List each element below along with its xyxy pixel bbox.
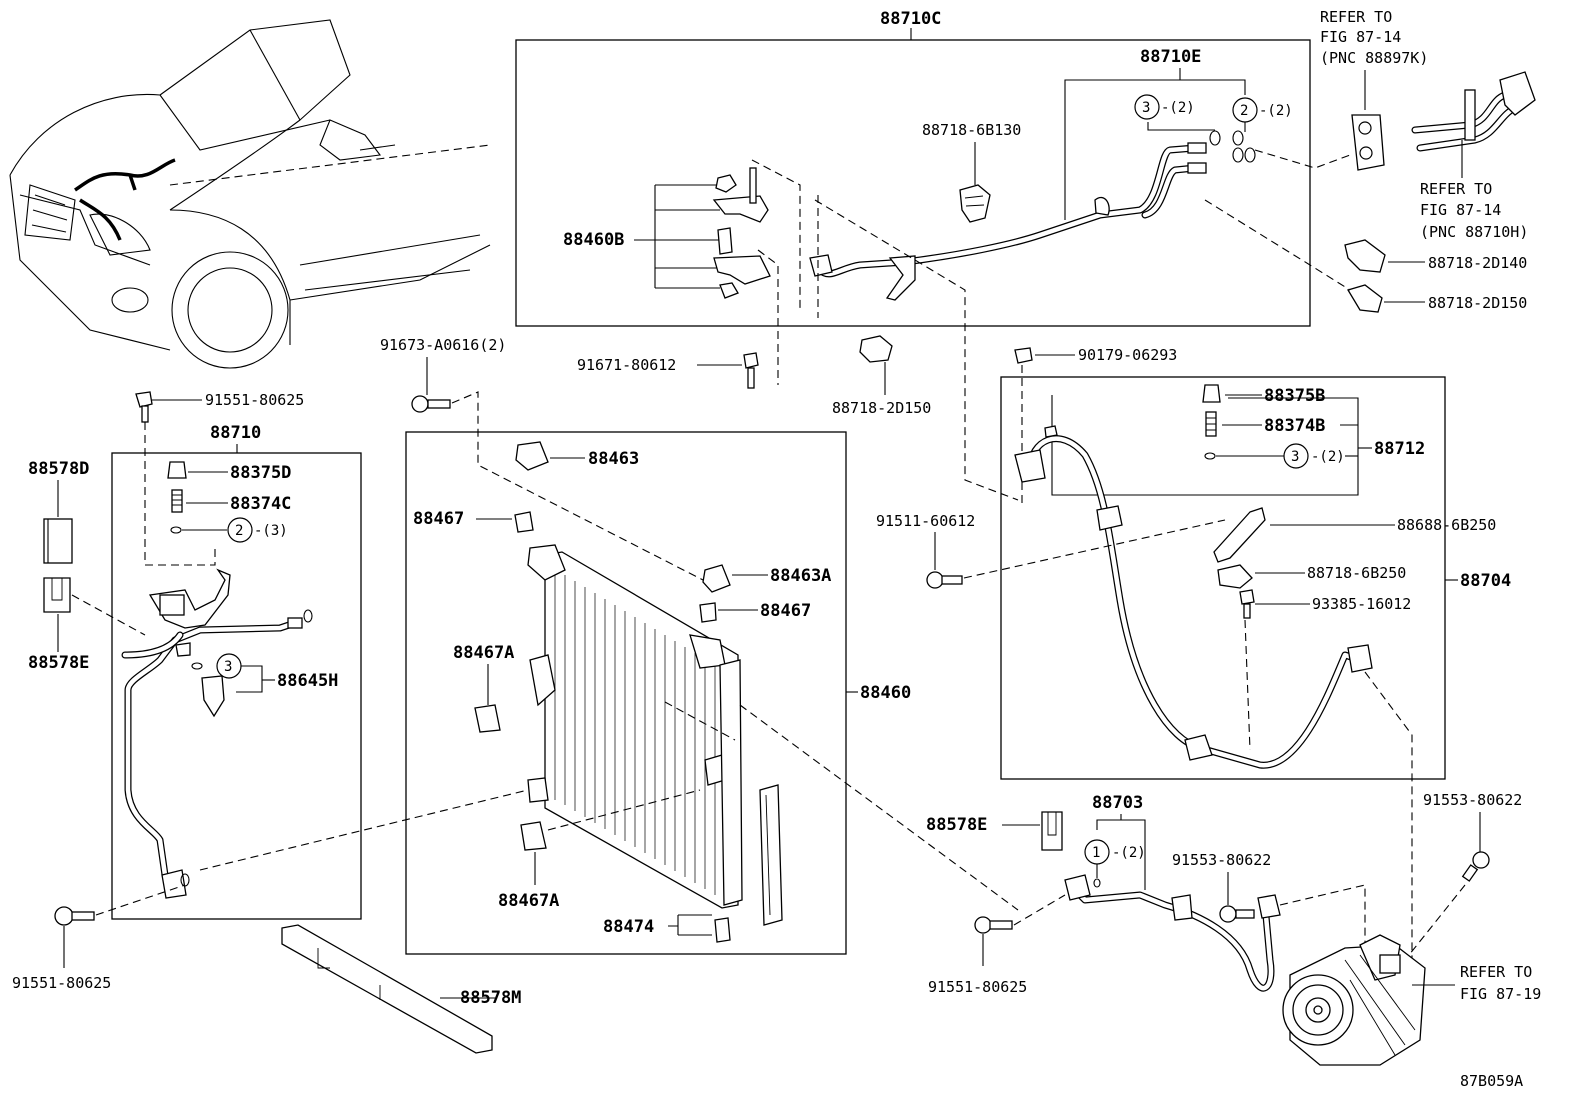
circle-number-text: 3 xyxy=(1142,100,1150,116)
refer-text: FIG 87-14 xyxy=(1320,28,1401,46)
assembly-box-88710C xyxy=(515,39,1311,327)
label-88712: 88712 xyxy=(1374,439,1425,459)
label-88688-6B250: 88688-6B250 xyxy=(1397,516,1496,534)
label-88460: 88460 xyxy=(860,683,911,703)
label-91671-80612: 91671-80612 xyxy=(577,356,676,374)
label-88578D: 88578D xyxy=(28,459,89,479)
label-88375D: 88375D xyxy=(230,463,291,483)
bar-88578M: 88578M xyxy=(281,924,521,1054)
clamp-88718-2D150-mid: 88718-2D150 xyxy=(832,335,931,417)
refer-text: FIG 87-19 xyxy=(1460,985,1541,1003)
label-88467-top: 88467 xyxy=(413,509,464,529)
assembly-88704: 90179-06293 88704 88375B 88374B 3 -(2) 8… xyxy=(1000,346,1511,780)
refer-note-88897K: REFER TO FIG 87-14 (PNC 88897K) xyxy=(1254,8,1428,171)
label-93385-16012: 93385-16012 xyxy=(1312,595,1411,613)
label-91551-80625-bottom: 91551-80625 xyxy=(928,978,1027,996)
label-88467A-bottom: 88467A xyxy=(498,891,559,911)
clamp-88718-2D140: 88718-2D140 xyxy=(1344,239,1527,273)
bolt-91553-right: 91553-80622 xyxy=(1364,671,1522,961)
label-88710C: 88710C xyxy=(880,9,941,29)
circle-number-text: 1 xyxy=(1092,845,1100,861)
qty-label: -(2) xyxy=(1112,845,1146,861)
pad-88578D: 88578D xyxy=(28,459,89,564)
label-88374C: 88374C xyxy=(230,494,291,514)
assembly-88703: 88703 1 -(2) 88578E 91553-80622 xyxy=(926,793,1366,992)
clamp-88718-2D150-right: 88718-2D150 xyxy=(1347,284,1527,313)
assembly-88710: 91551-80625 88710 88375D 88374C 2 -(3) xyxy=(111,391,362,920)
label-88460B: 88460B xyxy=(563,230,624,250)
qty-label: -(2) xyxy=(1311,449,1345,465)
bolt-91673 xyxy=(411,395,451,413)
label-91553-80622-right: 91553-80622 xyxy=(1423,791,1522,809)
label-88467A-top: 88467A xyxy=(453,643,514,663)
refer-text: (PNC 88710H) xyxy=(1420,223,1528,241)
label-88703: 88703 xyxy=(1092,793,1143,813)
label-91551-80625-left: 91551-80625 xyxy=(12,974,111,992)
label-88463A: 88463A xyxy=(770,566,831,586)
qty-label: -(2) xyxy=(1161,100,1195,116)
label-88704: 88704 xyxy=(1460,571,1511,591)
circle-number-text: 2 xyxy=(1240,103,1248,119)
label-90179-06293: 90179-06293 xyxy=(1078,346,1177,364)
label-88710: 88710 xyxy=(210,423,261,443)
bolt-91551-bottom: 91551-80625 xyxy=(739,704,1066,996)
diagram-code: 87B059A xyxy=(1460,1072,1523,1090)
refer-text: REFER TO xyxy=(1420,180,1492,198)
pad-88578E-left: 88578E xyxy=(28,577,146,673)
label-88718-6B250: 88718-6B250 xyxy=(1307,564,1406,582)
label-88467-mid: 88467 xyxy=(760,601,811,621)
vehicle-illustration xyxy=(9,19,491,369)
label-88578E-left: 88578E xyxy=(28,653,89,673)
refer-text: REFER TO xyxy=(1460,963,1532,981)
refer-text: FIG 87-14 xyxy=(1420,201,1501,219)
refer-note-88710H: REFER TO FIG 87-14 (PNC 88710H) xyxy=(1411,71,1536,241)
circle-number-text: 3 xyxy=(1291,449,1299,465)
compressor: REFER TO FIG 87-19 xyxy=(1282,934,1541,1066)
assembly-88460: 88460 88463 88467 88463A 88467 88467A xyxy=(405,431,911,955)
label-88578M: 88578M xyxy=(460,988,521,1008)
bolt-91551-left: 91551-80625 xyxy=(12,906,111,992)
label-88645H: 88645H xyxy=(277,671,338,691)
assembly-box-88710 xyxy=(111,452,362,920)
label-88374B: 88374B xyxy=(1264,416,1325,436)
bolt-91671 xyxy=(743,352,759,389)
bolt-91511: 91511-60612 xyxy=(876,512,1226,589)
qty-label: -(3) xyxy=(254,523,288,539)
assembly-box-88460 xyxy=(405,431,847,955)
label-88578E-right: 88578E xyxy=(926,815,987,835)
assembly-88710C: 88710C 88710E 3 -(2) 2 -(2) 88718-6B130 xyxy=(515,9,1311,501)
label-91673-A0616: 91673-A0616(2) xyxy=(380,336,506,354)
refer-text: REFER TO xyxy=(1320,8,1392,26)
label-91511-60612: 91511-60612 xyxy=(876,512,975,530)
label-91551-80625-top: 91551-80625 xyxy=(205,391,304,409)
label-88718-6B130: 88718-6B130 xyxy=(922,121,1021,139)
assembly-box-88704 xyxy=(1000,376,1446,780)
label-91553-80622-mid: 91553-80622 xyxy=(1172,851,1271,869)
label-88718-2D150-right: 88718-2D150 xyxy=(1428,294,1527,312)
qty-label: -(2) xyxy=(1259,103,1293,119)
label-88718-2D150-mid: 88718-2D150 xyxy=(832,399,931,417)
label-88474: 88474 xyxy=(603,917,654,937)
label-88710E: 88710E xyxy=(1140,47,1201,67)
label-88375B: 88375B xyxy=(1264,386,1325,406)
label-88718-2D140: 88718-2D140 xyxy=(1428,254,1527,272)
refer-text: (PNC 88897K) xyxy=(1320,49,1428,67)
circle-number-text: 3 xyxy=(224,659,232,675)
circle-number-text: 2 xyxy=(235,523,243,539)
label-88463: 88463 xyxy=(588,449,639,469)
circle-number-3 xyxy=(1134,94,1160,120)
